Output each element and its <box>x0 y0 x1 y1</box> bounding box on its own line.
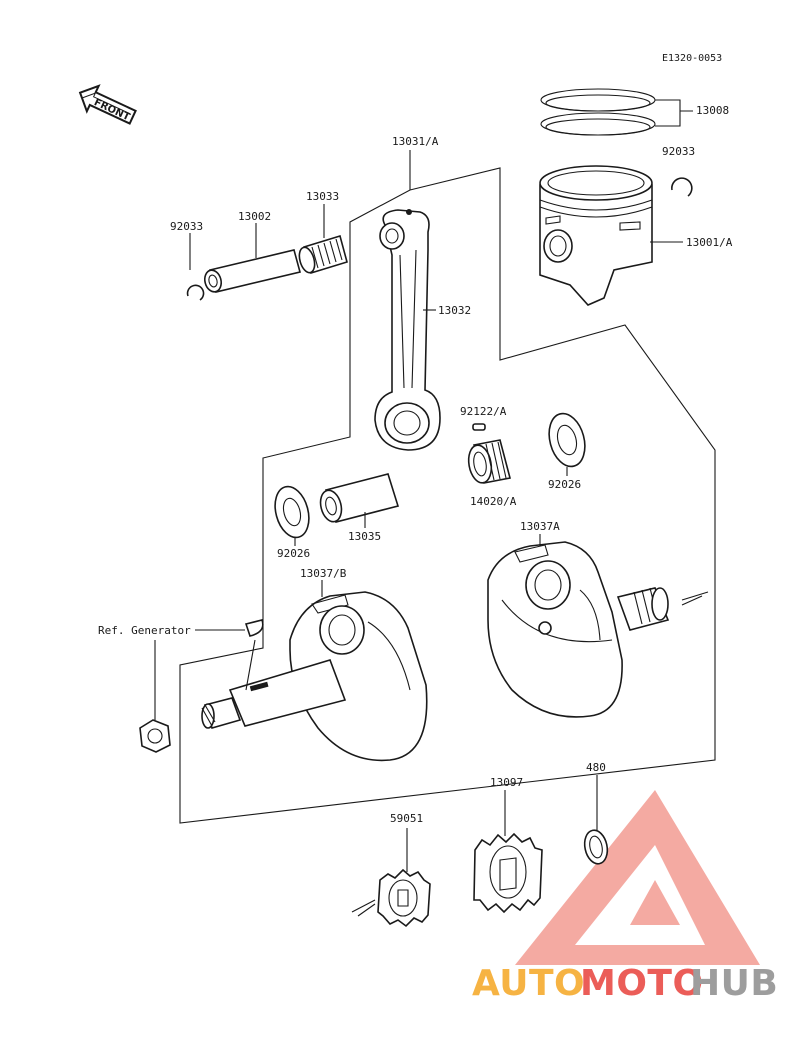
label-circlip-left: 92033 <box>170 220 203 233</box>
watermark-hub: HUB <box>690 963 778 1004</box>
circlip-left <box>186 284 205 301</box>
circlip-right <box>671 177 693 197</box>
label-ref-generator: Ref. Generator <box>98 624 191 637</box>
thrust-washer-left <box>274 485 310 539</box>
label-pin-92122: 92122/A <box>460 405 507 418</box>
label-piston-pin: 13002 <box>238 210 271 223</box>
leader-ref-generator <box>195 629 256 691</box>
watermark-auto: AUTO <box>472 963 585 1004</box>
front-arrow-icon: FRONT <box>78 84 137 125</box>
label-ring-480: 480 <box>586 761 606 774</box>
ring-480 <box>583 829 609 865</box>
connecting-rod <box>374 209 441 451</box>
label-washer-left: 92026 <box>277 547 310 560</box>
thrust-washer-right <box>548 412 586 468</box>
pin-92122 <box>472 423 486 431</box>
label-crank-right: 13037A <box>520 520 560 533</box>
needle-bearing-small <box>298 234 348 275</box>
label-crank-left: 13037/B <box>300 567 347 580</box>
label-bearing-14020: 14020/A <box>470 495 517 508</box>
woodruff-key <box>244 619 264 637</box>
crankshaft-half-left <box>201 591 428 762</box>
piston-rings <box>540 88 656 136</box>
direction-arrow-left <box>351 899 376 917</box>
label-needle-bearing: 13033 <box>306 190 339 203</box>
label-conrod-assy: 13031/A <box>392 135 439 148</box>
watermark-moto: MOTO <box>580 963 704 1004</box>
piston <box>539 165 653 306</box>
drawing-code: E1320-0053 <box>662 53 722 64</box>
needle-bearing-large <box>467 439 511 484</box>
gear-59051 <box>377 868 431 928</box>
piston-pin <box>203 249 301 293</box>
label-rings: 13008 <box>696 104 729 117</box>
crank-pin <box>319 473 400 523</box>
label-crank-pin: 13035 <box>348 530 381 543</box>
watermark-triangle-icon <box>515 790 760 965</box>
assembly-outline <box>179 167 716 824</box>
leader-rings <box>655 99 693 127</box>
label-piston: 13001/A <box>686 236 733 249</box>
crankshaft-half-right <box>487 541 670 718</box>
crank-nut <box>139 719 171 753</box>
direction-arrow-right <box>681 591 709 606</box>
label-conrod: 13032 <box>438 304 471 317</box>
gear-13097 <box>473 832 543 914</box>
watermark-logo <box>515 790 760 965</box>
label-gear-59051: 59051 <box>390 812 423 825</box>
label-gear-13097: 13097 <box>490 776 523 789</box>
watermark-text: AUTO MOTO HUB <box>472 963 778 1004</box>
label-circlip-right: 92033 <box>662 145 695 158</box>
label-washer-right: 92026 <box>548 478 581 491</box>
